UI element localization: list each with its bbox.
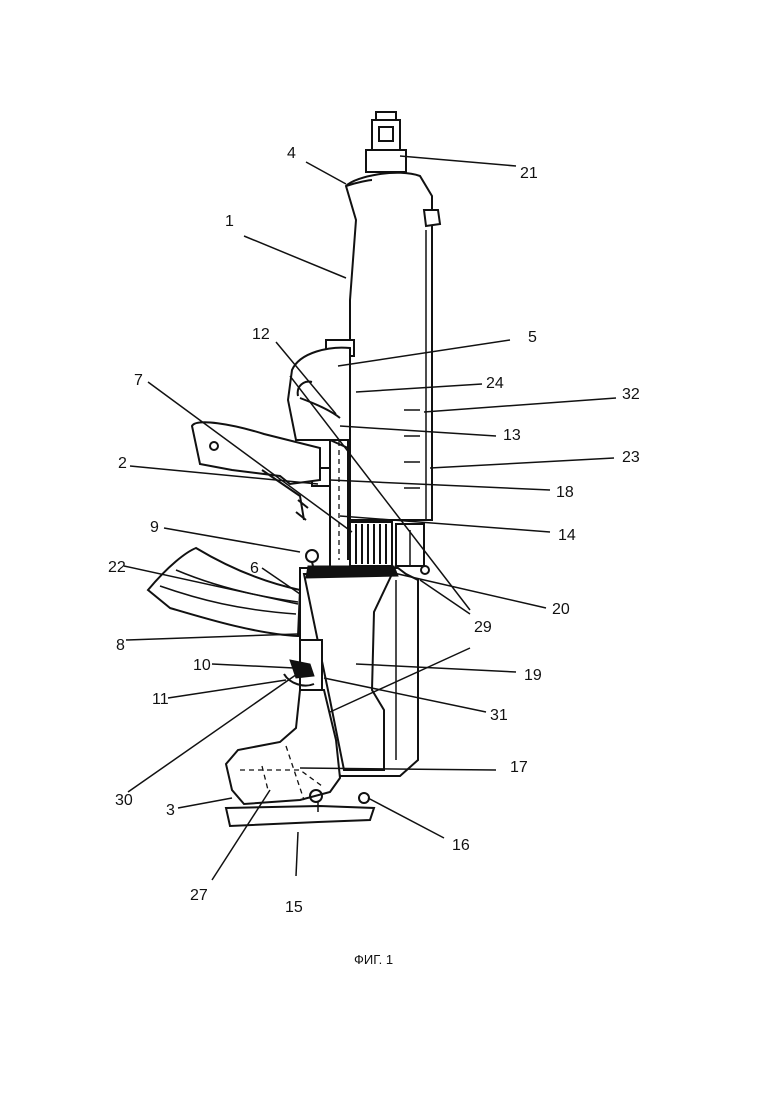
label-17: 17 xyxy=(510,759,528,776)
label-23: 23 xyxy=(622,449,640,466)
muzzle-fitting xyxy=(366,112,406,172)
label-29: 29 xyxy=(474,619,492,636)
label-31: 31 xyxy=(490,707,508,724)
label-15: 15 xyxy=(285,899,303,916)
label-6: 6 xyxy=(250,560,259,577)
label-7: 7 xyxy=(134,372,143,389)
label-30: 30 xyxy=(115,792,133,809)
label-16: 16 xyxy=(452,837,470,854)
label-9: 9 xyxy=(150,519,159,536)
label-11: 11 xyxy=(152,691,169,708)
label-5: 5 xyxy=(528,329,537,346)
label-14: 14 xyxy=(558,527,576,544)
label-10: 10 xyxy=(193,657,211,674)
label-13: 13 xyxy=(503,427,521,444)
label-19: 19 xyxy=(524,667,542,684)
figure-caption: ФИГ. 1 xyxy=(354,952,393,967)
label-12: 12 xyxy=(252,326,270,343)
label-22: 22 xyxy=(108,559,126,576)
label-21: 21 xyxy=(520,165,538,182)
label-1: 1 xyxy=(225,213,234,230)
label-20: 20 xyxy=(552,601,570,618)
label-2: 2 xyxy=(118,455,127,472)
label-32: 32 xyxy=(622,386,640,403)
label-3: 3 xyxy=(166,802,175,819)
label-18: 18 xyxy=(556,484,574,501)
label-24: 24 xyxy=(486,375,504,392)
label-4: 4 xyxy=(287,145,296,162)
label-27: 27 xyxy=(190,887,208,904)
label-8: 8 xyxy=(116,637,125,654)
curved-magazine xyxy=(148,548,300,636)
